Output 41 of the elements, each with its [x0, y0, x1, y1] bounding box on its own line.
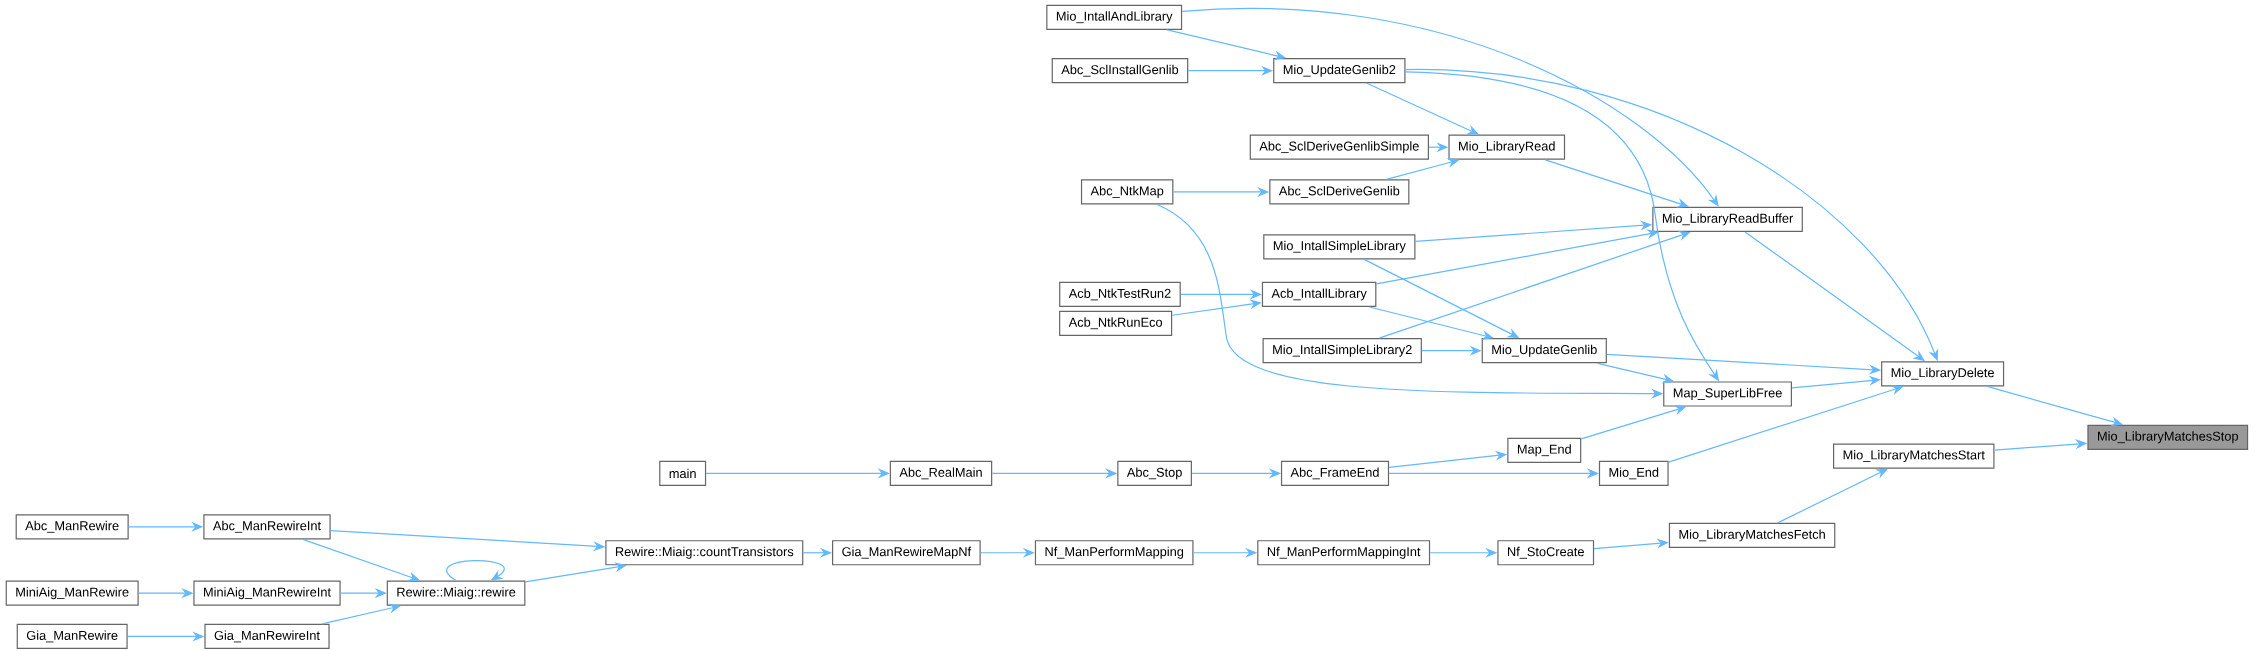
function-box: Abc_SclDeriveGenlibSimple — [1249, 134, 1429, 160]
function-box: Abc_FrameEnd — [1280, 460, 1390, 487]
function-box: Abc_SclInstallGenlib — [1051, 58, 1189, 84]
function-box: Map_SuperLibFree — [1663, 381, 1792, 407]
function-box: Mio_LibraryMatchesStop — [2087, 424, 2249, 450]
function-box: Rewire::Miaig::countTransistors — [605, 540, 804, 566]
function-box: Abc_RealMain — [889, 460, 993, 487]
function-box: Rewire::Miaig::rewire — [386, 580, 526, 606]
function-box: Abc_SclDeriveGenlib — [1269, 179, 1410, 205]
function-box: Gia_ManRewireMapNf — [832, 540, 981, 566]
function-box: Mio_UpdateGenlib — [1481, 338, 1607, 364]
function-box: Acb_NtkTestRun2 — [1059, 281, 1181, 308]
arrow — [446, 560, 505, 582]
function-box: Acb_NtkRunEco — [1059, 310, 1173, 336]
function-box: Abc_Stop — [1117, 460, 1192, 487]
function-box: Mio_LibraryDelete — [1881, 361, 2005, 387]
function-box: Abc_ManRewire — [15, 514, 129, 540]
function-box: Mio_IntallSimpleLibrary2 — [1262, 338, 1422, 364]
function-box: Mio_IntallAndLibrary — [1046, 4, 1183, 30]
function-box: Mio_End — [1598, 460, 1669, 487]
function-box: Acb_IntallLibrary — [1261, 281, 1377, 308]
arrow — [1181, 7, 1719, 207]
function-box: Mio_UpdateGenlib2 — [1273, 58, 1406, 84]
function-box: MiniAig_ManRewireInt — [193, 580, 341, 606]
function-box: Mio_LibraryMatchesStart — [1833, 443, 1995, 469]
arrow — [1544, 159, 1689, 208]
arrow — [1375, 229, 1659, 285]
function-box: Mio_LibraryRead — [1448, 134, 1566, 160]
function-box: main — [659, 460, 707, 487]
function-box: Nf_StoCreate — [1497, 540, 1595, 566]
function-box: MiniAig_ManRewire — [5, 580, 139, 606]
function-box: Abc_NtkMap — [1080, 179, 1174, 205]
function-box: Mio_LibraryReadBuffer — [1652, 206, 1803, 232]
function-box: Map_End — [1507, 437, 1582, 463]
function-box: Mio_IntallSimpleLibrary — [1263, 234, 1416, 260]
function-box: Nf_ManPerformMapping — [1034, 540, 1194, 566]
function-box: Gia_ManRewire — [16, 623, 128, 650]
function-box: Mio_LibraryMatchesFetch — [1668, 522, 1836, 549]
function-box: Abc_ManRewireInt — [203, 514, 331, 540]
function-box: Gia_ManRewireInt — [204, 623, 330, 650]
function-box: Nf_ManPerformMappingInt — [1257, 540, 1431, 566]
